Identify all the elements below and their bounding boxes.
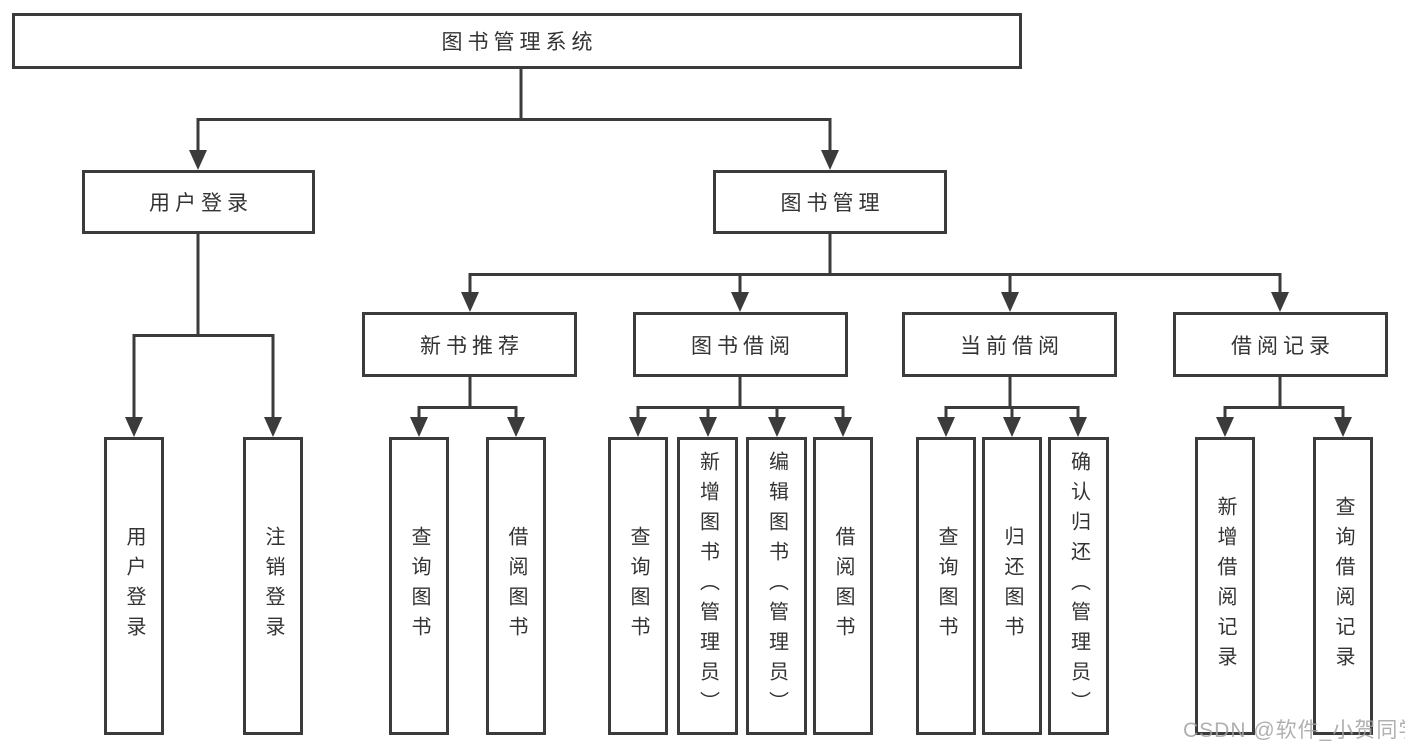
node-label: 新增图书（管理员） xyxy=(696,451,719,721)
arrow-down-icon xyxy=(1001,292,1019,312)
node-label: 借阅图书 xyxy=(832,526,854,646)
csdn-watermark: CSDN @软件_小贺同学 xyxy=(1183,719,1405,742)
arrow-down-icon xyxy=(834,417,852,437)
node-label: 新增借阅记录 xyxy=(1214,496,1236,676)
node-query-books-current: 查询图书 xyxy=(916,437,976,735)
node-label: 用户登录 xyxy=(149,192,253,215)
node-label: 借阅记录 xyxy=(1231,334,1335,358)
node-label: 借阅图书 xyxy=(505,526,527,646)
arrow-down-icon xyxy=(937,417,955,437)
node-label: 查询图书 xyxy=(935,526,957,646)
node-label: 用户登录 xyxy=(123,526,145,646)
arrow-down-icon xyxy=(461,292,479,312)
arrow-down-icon xyxy=(1334,417,1352,437)
node-borrow-books: 借阅图书 xyxy=(813,437,873,735)
node-user-login: 用户登录 xyxy=(82,170,315,234)
node-edit-books-admin: 编辑图书（管理员） xyxy=(746,437,807,735)
arrow-down-icon xyxy=(731,292,749,312)
arrow-down-icon xyxy=(1271,292,1289,312)
node-confirm-return-admin: 确认归还（管理员） xyxy=(1048,437,1109,735)
arrow-down-icon xyxy=(1216,417,1234,437)
node-label: 图书管理系统 xyxy=(441,31,598,54)
arrow-down-icon xyxy=(821,150,839,170)
node-label: 归还图书 xyxy=(1001,526,1023,646)
arrow-down-icon xyxy=(699,417,717,437)
arrowheads xyxy=(125,150,1352,437)
node-return-books: 归还图书 xyxy=(982,437,1042,735)
node-label: 编辑图书（管理员） xyxy=(765,451,788,721)
node-label: 图书借阅 xyxy=(691,334,795,358)
node-library-management-system: 图书管理系统 xyxy=(12,13,1022,69)
tree-edges xyxy=(132,69,1345,421)
node-label: 查询图书 xyxy=(408,526,430,646)
node-label: 确认归还（管理员） xyxy=(1067,451,1090,721)
node-label: 查询图书 xyxy=(627,526,649,646)
node-label: 当前借阅 xyxy=(960,334,1064,358)
node-book-borrowing: 图书借阅 xyxy=(633,312,848,377)
node-current-borrowing: 当前借阅 xyxy=(902,312,1117,377)
arrow-down-icon xyxy=(507,417,525,437)
node-label: 新书推荐 xyxy=(420,334,524,358)
arrow-down-icon xyxy=(768,417,786,437)
node-label: 图书管理 xyxy=(780,192,885,215)
arrow-down-icon xyxy=(264,417,282,437)
arrow-down-icon xyxy=(1069,417,1087,437)
node-add-books-admin: 新增图书（管理员） xyxy=(677,437,738,735)
node-new-book-recommendation: 新书推荐 xyxy=(362,312,577,377)
arrow-down-icon xyxy=(125,417,143,437)
arrow-down-icon xyxy=(629,417,647,437)
node-label: 查询借阅记录 xyxy=(1332,496,1354,676)
node-label: 注销登录 xyxy=(262,526,284,646)
arrow-down-icon xyxy=(410,417,428,437)
arrow-down-icon xyxy=(189,150,207,170)
node-borrowing-records: 借阅记录 xyxy=(1173,312,1388,377)
node-borrow-books-recommend: 借阅图书 xyxy=(486,437,546,735)
node-logout-action: 注销登录 xyxy=(243,437,303,735)
arrow-down-icon xyxy=(1003,417,1021,437)
node-query-books-recommend: 查询图书 xyxy=(389,437,449,735)
node-user-login-action: 用户登录 xyxy=(104,437,164,735)
node-query-books-borrow: 查询图书 xyxy=(608,437,668,735)
node-book-management: 图书管理 xyxy=(713,170,947,234)
node-add-borrow-record: 新增借阅记录 xyxy=(1195,437,1255,735)
node-query-borrow-record: 查询借阅记录 xyxy=(1313,437,1373,735)
